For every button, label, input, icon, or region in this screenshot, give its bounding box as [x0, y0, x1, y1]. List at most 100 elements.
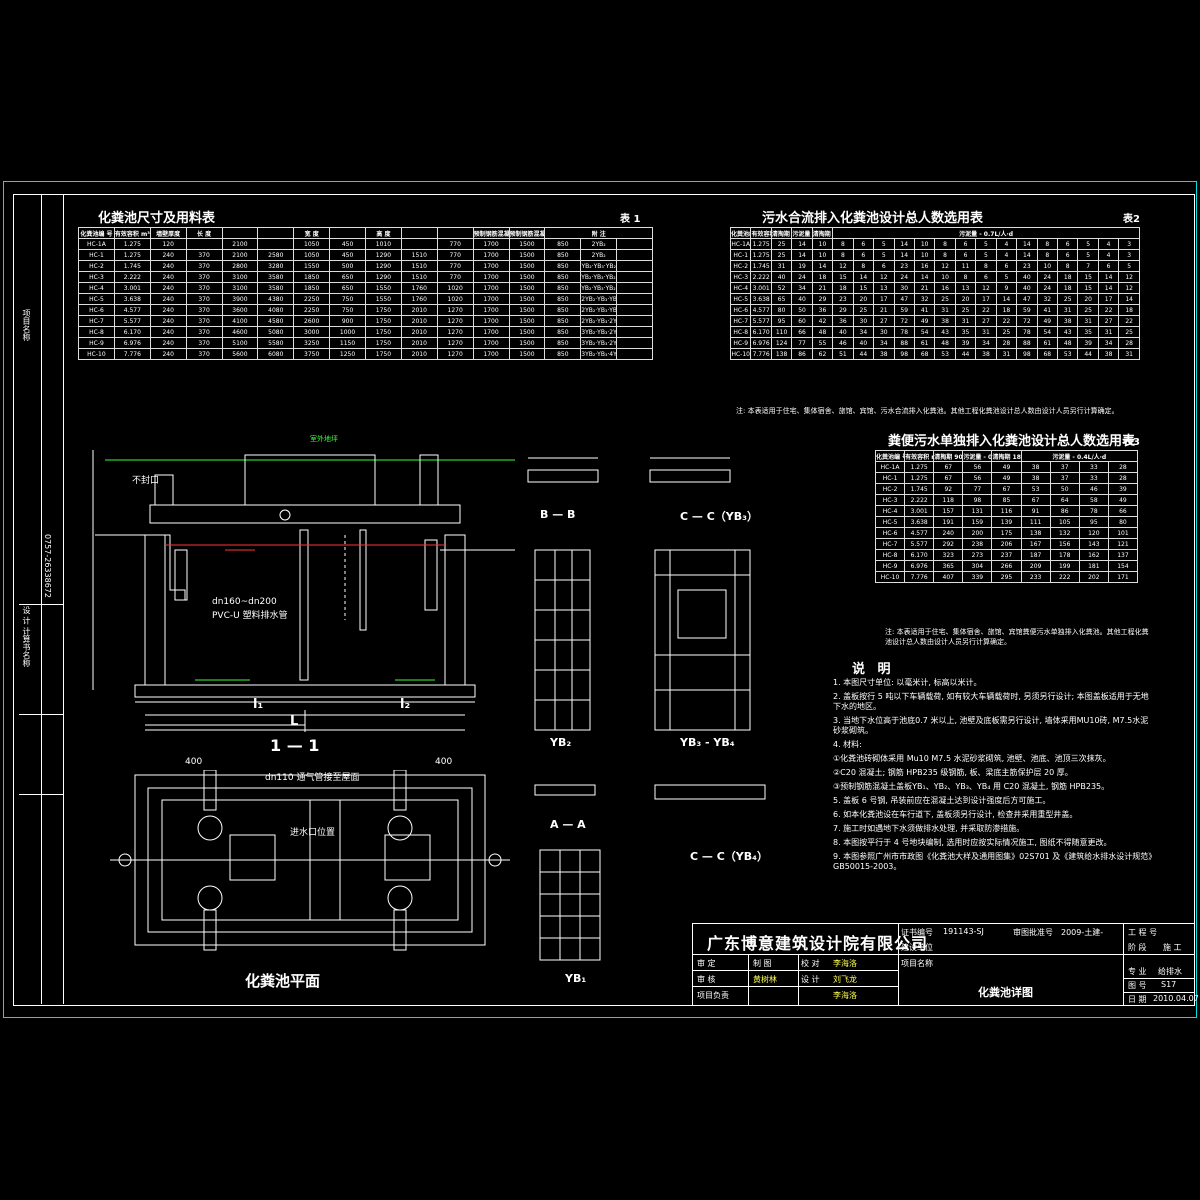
table-cell: 8 — [1036, 238, 1059, 250]
table-cell: 105 — [1049, 516, 1080, 528]
table-cell: 33 — [1078, 461, 1109, 473]
table-cell: 6 — [1056, 238, 1079, 250]
table-cell: 14 — [893, 249, 915, 261]
table-cell: 61 — [1036, 337, 1059, 349]
table-cell: 178 — [1049, 549, 1080, 561]
table-cell: 8 — [852, 260, 875, 272]
label-pipe: dn160~dn200 — [212, 597, 277, 607]
table-cell: 14 — [995, 293, 1018, 305]
table-cell: 14 — [913, 271, 936, 283]
title-yb2: YB₂ — [550, 736, 572, 749]
table-cell: 24 — [1036, 271, 1059, 283]
table-cell: 370 — [185, 249, 223, 261]
table-cell: 15 — [832, 271, 854, 283]
table-cell: 206 — [991, 538, 1022, 550]
table-cell: 17 — [975, 293, 997, 305]
table-cell: 72 — [1016, 315, 1038, 327]
table-cell: 18 — [1118, 304, 1140, 316]
table-cell: 370 — [185, 304, 223, 316]
note-item: ①化粪池砖砌体采用 Mu10 M7.5 水泥砂浆砌筑, 池壁、池底、池顶三次抹灰… — [833, 754, 1111, 763]
project-lead-label: 项目负责 — [697, 991, 729, 1000]
table-cell: 15 — [1077, 271, 1099, 283]
table-cell: 770 — [436, 260, 474, 272]
table-cell: 6.170 — [750, 326, 772, 338]
table-cell: 10 — [913, 238, 936, 250]
table-cell: 240 — [149, 249, 187, 261]
table-cell: 240 — [149, 315, 187, 327]
table-cell: 5 — [1118, 260, 1140, 272]
table-cell: 24 — [1036, 282, 1059, 294]
table-cell: 407 — [933, 571, 964, 583]
project-name: 项目名称 — [901, 959, 933, 968]
table-cell: 5 — [1077, 249, 1099, 261]
table-cell: 1500 — [508, 260, 546, 272]
table-cell: 3.638 — [904, 516, 935, 528]
table-cell: 2600 — [293, 315, 331, 327]
table-cell: 4.577 — [904, 527, 935, 539]
table-cell: HC-7 — [729, 315, 752, 327]
table-cell: 2010 — [400, 315, 438, 327]
table-cell: 66 — [1107, 505, 1139, 517]
table-cell: 2YB₂·YB₃·YB₂·YB₂ — [580, 304, 618, 316]
table-cell: 191 — [933, 516, 964, 528]
table-cell: HC-6 — [874, 527, 906, 539]
table-cell: 44 — [1077, 348, 1099, 360]
table-cell: 1270 — [436, 326, 474, 338]
table-cell: 1700 — [472, 238, 510, 250]
table-cell: 1750 — [365, 315, 402, 327]
table-cell: 2010 — [400, 304, 438, 316]
table-cell: 1550 — [365, 293, 402, 305]
table-cell: 54 — [1036, 326, 1059, 338]
table-cell: 14 — [852, 271, 875, 283]
table-cell: 58 — [1078, 494, 1109, 506]
table-cell: 18 — [995, 304, 1018, 316]
table-cell: 29 — [832, 304, 854, 316]
table-cell: 40 — [1016, 271, 1038, 283]
table-cell: 37 — [1049, 472, 1080, 484]
table-cell: 240 — [149, 293, 187, 305]
table-cell: 8 — [1036, 249, 1059, 261]
label-pipe-2: PVC-U 塑料排水管 — [212, 611, 288, 621]
table-cell: 34 — [975, 337, 997, 349]
table-cell: 5100 — [221, 337, 259, 349]
table-cell: 49 — [1036, 315, 1059, 327]
table-cell: 67 — [1020, 494, 1051, 506]
table-header-cell: 化粪池编 号 — [729, 227, 752, 239]
table-cell: 60 — [791, 315, 813, 327]
table-cell: 25 — [954, 304, 977, 316]
table-cell: 28 — [1107, 461, 1139, 473]
table-cell: 1750 — [365, 326, 402, 338]
table-cell: HC-1A — [729, 238, 752, 250]
table-cell: 25 — [995, 326, 1018, 338]
table-cell: 3100 — [221, 271, 259, 283]
table-cell: 450 — [329, 249, 366, 261]
sidebar-label-1: 项目名称 — [22, 309, 31, 341]
sidebar-phone: 0757-26338672 — [43, 534, 52, 598]
table-cell: 238 — [962, 538, 993, 550]
table-cell: 143 — [1078, 538, 1109, 550]
table-cell: 5.577 — [750, 315, 772, 327]
table-cell: 5580 — [257, 337, 295, 349]
table-cell: 5.577 — [113, 315, 151, 327]
table-cell: 12 — [873, 271, 895, 283]
table-cell: HC-7 — [78, 315, 115, 327]
table-cell: 18 — [811, 271, 834, 283]
table-cell: 370 — [185, 271, 223, 283]
table-cell: 14 — [1016, 249, 1038, 261]
table-cell: 95 — [1078, 516, 1109, 528]
table-cell: 1.745 — [113, 260, 151, 272]
table-cell: 59 — [893, 304, 915, 316]
table-cell: 118 — [933, 494, 964, 506]
table-cell: 11 — [954, 260, 977, 272]
table-cell: 95 — [770, 315, 793, 327]
table-cell: 46 — [832, 337, 854, 349]
section-1-1 — [92, 450, 515, 732]
table-cell: 78 — [1016, 326, 1038, 338]
